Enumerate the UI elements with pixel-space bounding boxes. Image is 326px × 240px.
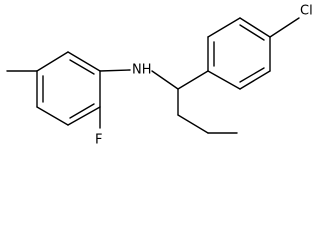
bond-ring-a-4 — [36, 106, 69, 126]
left-aromatic-ring — [36, 51, 101, 126]
bond-ring-b-5 — [239, 70, 271, 90]
bond-ring-a-1 — [67, 51, 101, 72]
bond-ring-a-double-1 — [69, 59, 95, 75]
molecule-structure-diagram: NH F Cl — [6, 4, 313, 148]
bond-ring-a-3 — [67, 106, 101, 126]
bond-chloro — [269, 17, 300, 38]
nitrogen-label: NH — [132, 63, 152, 78]
bond-ring-b-double-3 — [239, 67, 265, 83]
bond-ring-to-nh — [99, 69, 131, 72]
bond-ring-a-double-2 — [69, 103, 95, 119]
bond-ch-to-ring — [177, 70, 209, 90]
right-aromatic-ring — [207, 17, 271, 90]
bond-ring-b-3 — [239, 17, 271, 38]
chlorine-label: Cl — [300, 4, 313, 19]
bond-ring-b-6 — [207, 70, 241, 90]
bond-ring-b-double-2 — [239, 24, 265, 41]
bond-nh-to-ch — [151, 70, 179, 90]
fluorine-label: F — [95, 133, 102, 148]
bond-ring-a-6 — [36, 51, 69, 72]
bond-ring-b-2 — [207, 17, 241, 38]
bond-chain-2 — [177, 114, 209, 134]
